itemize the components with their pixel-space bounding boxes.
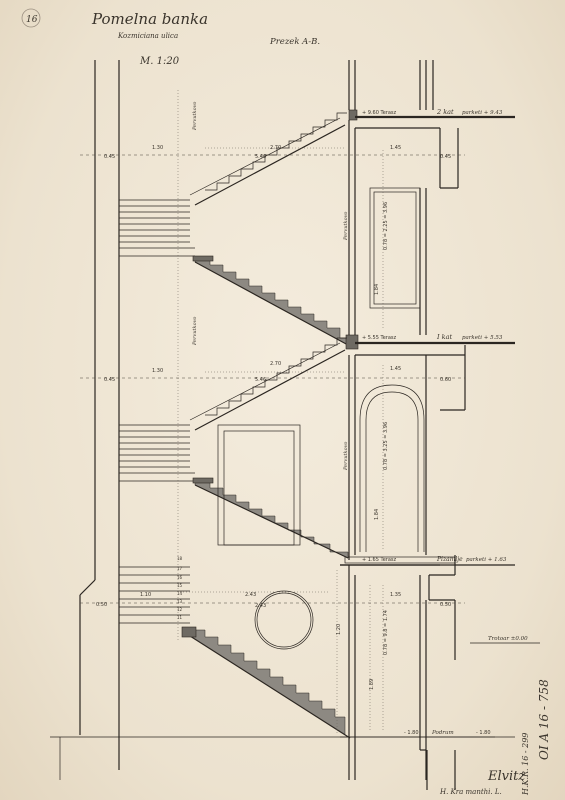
svg-text:12: 12 (177, 607, 183, 612)
stair-label-2: Pervutkovo (343, 212, 349, 241)
dim-vertical-3: 0.78 = 3.25 = 3.96 (383, 422, 389, 470)
left-wall (79, 60, 120, 770)
level-1-elevation: + 5.55 Terasz (362, 335, 397, 341)
dim-lower-3: 2.43 (255, 603, 266, 609)
level-1-finish: parketi + 5.53 (462, 335, 503, 341)
dim-vertical-6: 0.78 = 9.8 = 1.74 (383, 610, 389, 655)
level-2-finish: parketi + 9.43 (462, 110, 503, 116)
drawing-subtitle: Kozmiciana ulica (117, 32, 178, 40)
round-window (254, 590, 314, 650)
door-opening (217, 424, 301, 546)
sheet-number: 16 (26, 15, 38, 25)
drawing-title: Pomelna banka (91, 10, 208, 28)
stair-flight-middle-return (192, 477, 349, 559)
svg-text:17: 17 (177, 566, 183, 571)
vertical-dimension-lines (177, 90, 384, 735)
section-label: Prezek A-B. (269, 37, 320, 47)
dim-middle-1: 1.30 (152, 368, 163, 374)
basement-base (59, 737, 456, 790)
landing-treads-middle (119, 424, 195, 482)
svg-text:13: 13 (177, 599, 183, 604)
sidewalk-label: Trotoar ±0.00 (488, 636, 528, 642)
dim-vertical-5: 1.20 (336, 624, 342, 635)
stair-label-4: Pervutkovo (343, 442, 349, 471)
dim-lower-2: 2.43 (245, 592, 256, 598)
dim-lower-1: 1.10 (140, 592, 151, 598)
dim-vertical-7: 1.89 (369, 679, 375, 690)
dim-upper-4: 0.45 (440, 154, 451, 160)
basement-dim-left: - 1.80 (404, 730, 419, 736)
svg-text:16: 16 (177, 575, 183, 580)
dim-vertical-1: 0.78 = 2.25 = 3.96 (383, 202, 389, 250)
basement-label: Podrum (431, 730, 454, 736)
dim-middle-4: 0.60 (440, 377, 451, 383)
stair-label-3: Pervutkovo (192, 317, 198, 346)
svg-text:15: 15 (177, 583, 183, 588)
dim-upper-6: 5.46 (255, 154, 266, 160)
riser-numbers: 18 17 16 15 14 13 12 11 (177, 556, 183, 620)
stamp-note: H. Kra manthi. L. (439, 788, 502, 796)
floor-lines (50, 115, 540, 738)
level-2-elevation: + 9.60 Terasz (362, 110, 397, 116)
stair-flight-upper (189, 112, 347, 206)
annotation-right: H.K.R. 16 - 299 (521, 733, 530, 796)
level-0-label: Pizamlje (436, 556, 463, 563)
stair-flight-upper-return (192, 255, 359, 350)
dim-lower-4: 1.35 (390, 592, 401, 598)
svg-text:14: 14 (177, 591, 183, 596)
dim-upper-2: 2.70 (270, 145, 281, 151)
stair-flight-middle (189, 337, 347, 431)
dim-upper-5: 0.45 (104, 154, 115, 160)
scale-label: M. 1:20 (139, 56, 180, 67)
dim-upper-3: 1.45 (390, 145, 401, 151)
level-1-label: I kat (436, 333, 452, 341)
dim-middle-2: 2.70 (270, 361, 281, 367)
dim-lower-5: 0.50 (440, 602, 451, 608)
signature: Elvitz (487, 769, 525, 784)
dimension-lines (80, 147, 495, 738)
dim-upper-1: 1.30 (152, 145, 163, 151)
annotation-code: OI A 16 - 758 (537, 679, 551, 760)
sheet-number-circle (21, 8, 41, 28)
level-2-label: 2 kat (436, 108, 454, 116)
svg-text:11: 11 (177, 615, 183, 620)
dim-middle-5: 0.45 (104, 377, 115, 383)
basement-dim-right: - 1.80 (476, 730, 491, 736)
dim-lower-6: 0.50 (96, 602, 107, 608)
level-0-elevation: + 1.65 Terasz (362, 557, 397, 563)
level-0-finish: parketi + 1.63 (466, 557, 507, 563)
landing-treads-upper (119, 199, 195, 257)
stair-label-1: Pervutkovo (192, 102, 198, 131)
dim-middle-3: 1.45 (390, 366, 401, 372)
dim-vertical-4: 1.84 (374, 509, 380, 520)
svg-text:18: 18 (177, 556, 183, 561)
right-walls (340, 60, 466, 780)
stair-flight-basement (181, 626, 351, 739)
dim-middle-6: 5.46 (255, 377, 266, 383)
dim-vertical-2: 1.84 (374, 284, 380, 295)
